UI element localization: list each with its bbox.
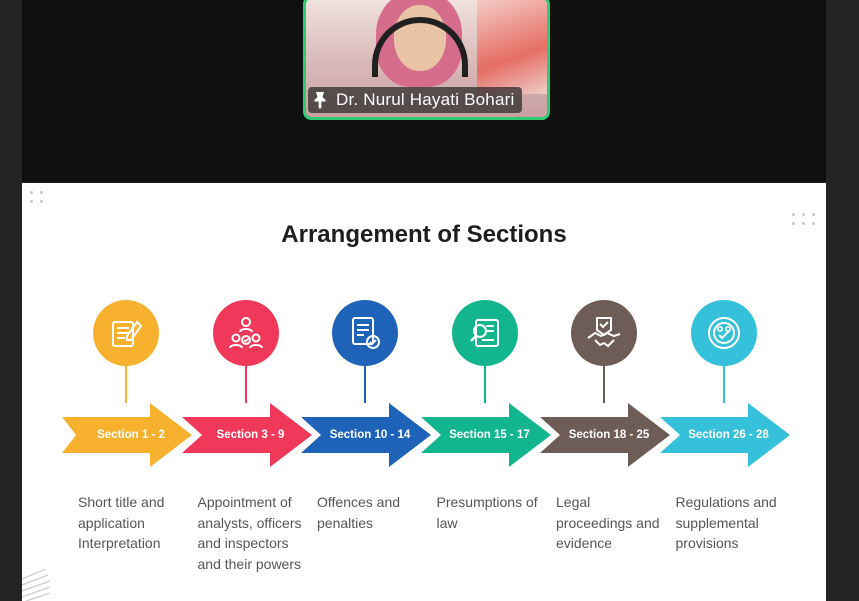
step-connector [603, 366, 605, 403]
left-gutter [0, 0, 22, 601]
timeline-step: Section 10 - 14 Offences and penalties [301, 183, 431, 601]
section-description: Legal proceedings and evidence [556, 494, 660, 551]
timeline-step: Section 18 - 25 Legal proceedings and evi… [540, 183, 670, 601]
step-arrow [62, 403, 192, 467]
slide-title: Arrangement of Sections [281, 221, 567, 248]
section-description: Appointment of analysts, officers and in… [197, 494, 302, 572]
participant-video-tile[interactable]: Dr. Nurul Hayati Bohari [303, 0, 550, 120]
section-description: Short title and application Interpretati… [78, 494, 165, 551]
step-icon-circle [690, 300, 757, 366]
section-description: Presumptions of law [436, 494, 538, 531]
section-range-label: Section 26 - 28 [688, 429, 769, 441]
document-check-icon [352, 317, 380, 349]
step-arrow [301, 403, 431, 467]
step-arrow [540, 403, 670, 467]
timeline-step: Section 26 - 28 Regulations and supplemen… [659, 183, 790, 601]
step-icon-circle [212, 300, 279, 366]
step-connector [364, 366, 366, 403]
shared-slide: Arrangement of Sections Section 1 - 2 Sho… [22, 183, 826, 601]
step-connector [125, 366, 127, 403]
participant-name: Dr. Nurul Hayati Bohari [336, 90, 515, 109]
document-pen-icon [112, 320, 143, 347]
section-range-label: Section 10 - 14 [329, 429, 411, 441]
decor-stripes [22, 569, 50, 601]
people-network-icon [228, 317, 263, 349]
approval-badge-icon [707, 317, 740, 349]
pin-icon[interactable] [312, 91, 328, 109]
background-poster [477, 0, 547, 94]
handshake-icon [587, 317, 621, 348]
section-description: Regulations and supplemental provisions [675, 494, 777, 551]
decor-dots-left [30, 191, 44, 203]
section-range-label: Section 18 - 25 [568, 429, 650, 441]
right-gutter [826, 0, 859, 601]
decor-dots-right [792, 213, 816, 225]
step-connector [722, 366, 725, 403]
step-connector [483, 366, 486, 403]
step-arrow [420, 403, 551, 467]
timeline-step: Section 3 - 9 Appointment of analysts, of… [181, 183, 312, 601]
section-range-label: Section 1 - 2 [97, 429, 165, 441]
document-search-icon [469, 319, 499, 347]
step-connector [244, 366, 247, 403]
section-range-label: Section 15 - 17 [449, 429, 530, 441]
step-arrow [659, 403, 790, 467]
step-icon-circle [451, 300, 518, 366]
step-icon-circle [571, 300, 637, 366]
step-icon-circle [93, 300, 159, 366]
step-arrow [181, 403, 312, 467]
timeline-step: Section 1 - 2 Short title and application… [62, 183, 192, 601]
timeline-step: Section 15 - 17 Presumptions of law [420, 183, 551, 601]
step-icon-circle [332, 300, 398, 366]
section-description: Offences and penalties [317, 494, 401, 531]
participant-name-bar: Dr. Nurul Hayati Bohari [308, 87, 523, 113]
section-range-label: Section 3 - 9 [216, 429, 285, 441]
